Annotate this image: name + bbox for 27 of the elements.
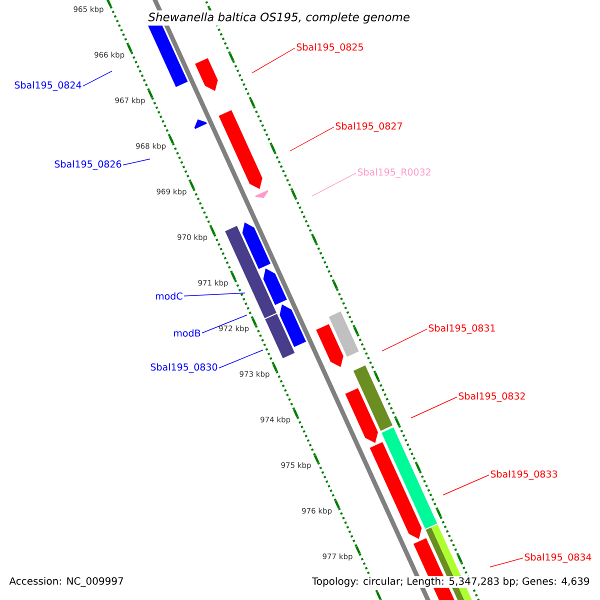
leader-line [202,314,248,334]
genome-info-text: Topology: circular; Length: 5,347,283 bp; Genes: 4,639 [310,576,591,588]
leader-line [82,70,112,86]
gene-label: Sbal195_0832 [458,392,525,402]
gene-label: Sbal195_0826 [54,160,122,170]
leader-line [252,48,296,74]
leader-line [122,158,150,166]
gene-label: Sbal195_0833 [490,470,558,480]
gene-label: Sbal195_0831 [428,324,495,334]
leader-line [410,396,458,418]
leader-line [290,126,334,152]
accession-text: Accession: NC_009997 [8,576,125,588]
gene-label: Sbal195_0834 [524,553,592,563]
leader-line [218,350,264,368]
leader-line [490,558,524,568]
leader-line [382,328,428,352]
gene-label: modC [156,292,182,300]
gene-label: Sbal195_0827 [336,122,402,132]
gene-label: Sbal195_0824 [14,81,82,91]
leader-line [184,292,246,296]
gene-label: modB [174,329,200,337]
leader-line [442,474,490,496]
title: Shewanella baltica OS195, complete genome [146,10,412,26]
gene-label: Sbal195_0825 [296,43,363,53]
gene-label: Sbal195_R0032 [358,168,430,178]
leader-line [312,172,356,196]
gene-label: Sbal195_0830 [150,363,218,373]
